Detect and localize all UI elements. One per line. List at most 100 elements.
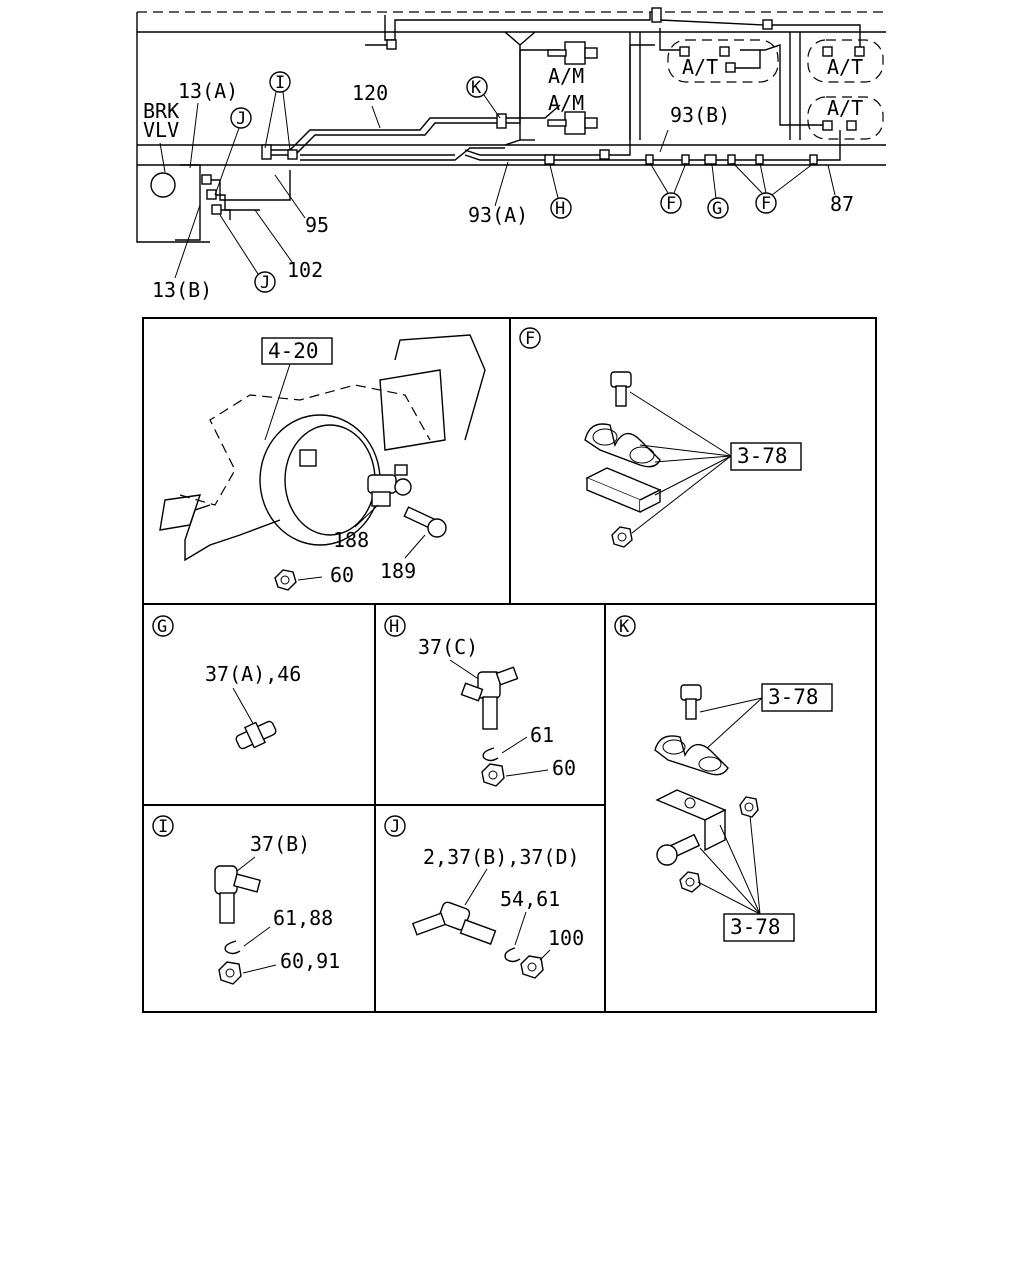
label-37c: 37(C): [418, 635, 478, 659]
label-13b: 13(B): [152, 278, 212, 302]
callout-j-bottom: J: [219, 214, 276, 293]
callout-i: I: [264, 71, 291, 151]
g-union-fitting: [235, 720, 277, 750]
label-100: 100: [548, 926, 584, 950]
at-box-2: [807, 39, 884, 83]
ref-box-3-78-k-bottom: [723, 913, 795, 942]
ref-label-3-78-k-top: 3-78: [768, 685, 819, 709]
detail-grid: [142, 317, 877, 1013]
f-bolt: [610, 371, 632, 407]
panel-k-title: K: [619, 617, 630, 637]
panel-i: I 37(B) 61,88 60,91: [152, 815, 340, 985]
part-188-fitting: [367, 464, 412, 507]
callout-g: G: [707, 164, 729, 219]
label-37b: 37(B): [250, 832, 310, 856]
label-189: 189: [380, 559, 416, 583]
cross-member: [504, 31, 521, 146]
k-nut-right: [739, 796, 759, 818]
i-snap-ring: [224, 940, 241, 955]
label-61-88: 61,88: [273, 906, 333, 930]
callout-k: K: [466, 76, 501, 119]
panel-k: K 3-78 3-78: [614, 615, 833, 942]
vlv-label: VLV: [143, 118, 179, 142]
k-bracket: [655, 789, 727, 852]
label-93b: 93(B): [670, 103, 730, 127]
ref-box-3-78-k-top: [761, 683, 833, 712]
label-93a: 93(A): [468, 203, 528, 227]
label-95: 95: [305, 213, 329, 237]
label-61-h: 61: [530, 723, 554, 747]
label-188: 188: [333, 528, 369, 552]
panel-g-title: G: [157, 617, 167, 637]
am-valve-lower: [547, 111, 598, 135]
frame-rail-left: [136, 12, 210, 243]
label-54-61: 54,61: [500, 887, 560, 911]
differential: [259, 414, 381, 546]
label-2-37b-37d: 2,37(B),37(D): [423, 845, 580, 869]
callout-f-2: F: [732, 162, 815, 214]
k-bolt-lower: [656, 833, 701, 866]
at-box-3: [807, 96, 884, 140]
pipe-93b: [464, 44, 655, 156]
panel-h-title: H: [389, 617, 399, 637]
am-label-1: A/M: [548, 64, 584, 88]
at-label-1: A/T: [682, 55, 718, 79]
piping-overview: BRK VLV A/M A/M: [136, 7, 886, 302]
h-nut: [481, 763, 505, 787]
at-box-1: [667, 39, 779, 83]
panel-h: H 37(C) 61 60: [384, 615, 576, 787]
label-60-h: 60: [552, 756, 576, 780]
callout-j-top: J: [214, 107, 252, 196]
j-nut: [520, 955, 544, 979]
f-nut: [611, 526, 633, 548]
panel-f: F 3-78: [519, 327, 802, 548]
am-valve-upper: [547, 41, 598, 65]
j-snap-ring: [504, 947, 521, 963]
svg-text:J: J: [236, 109, 246, 129]
f-bracket: [585, 467, 662, 514]
svg-text:F: F: [761, 194, 771, 214]
axle-housing: [179, 384, 431, 506]
am-label-2: A/M: [548, 91, 584, 115]
at-label-2: A/T: [827, 55, 863, 79]
callout-f-1: F: [649, 162, 687, 214]
panel-axle: 4-20 188 189 60: [159, 334, 486, 591]
ref-box-3-78-f: [730, 442, 802, 471]
label-87: 87: [830, 192, 854, 216]
label-60-axle: 60: [330, 563, 354, 587]
label-102: 102: [287, 258, 323, 282]
callout-h: H: [549, 164, 572, 219]
pipe-87: [464, 130, 841, 161]
ref-label-4-20: 4-20: [268, 339, 319, 363]
panel-j-title: J: [390, 817, 400, 837]
svg-text:I: I: [275, 73, 285, 93]
panel-g: G 37(A),46: [152, 615, 301, 750]
svg-text:J: J: [260, 273, 270, 293]
ref-label-3-78-f: 3-78: [737, 444, 788, 468]
label-60-91: 60,91: [280, 949, 340, 973]
panel-i-title: I: [158, 817, 168, 837]
i-elbow-fitting: [214, 865, 262, 924]
panel-f-title: F: [525, 329, 535, 349]
svg-text:F: F: [666, 194, 676, 214]
j-elbow-fitting: [411, 901, 497, 945]
brake-valve: [150, 172, 176, 198]
k-nut-lower: [679, 871, 701, 893]
svg-text:H: H: [555, 199, 565, 219]
label-37a-46: 37(A),46: [205, 662, 301, 686]
svg-text:G: G: [712, 199, 722, 219]
panel-j: J 2,37(B),37(D) 54,61 100: [384, 815, 584, 979]
h-tee-fitting: [460, 666, 519, 730]
ref-box-4-20: [261, 337, 333, 365]
i-nut: [218, 961, 242, 985]
h-snap-ring: [482, 747, 499, 762]
part-189-bolt: [403, 506, 447, 538]
k-bolt-top: [680, 684, 702, 720]
f-clamp: [584, 423, 661, 468]
at-label-3: A/T: [827, 96, 863, 120]
pipe-102: [205, 170, 291, 201]
brk-label: BRK: [143, 99, 179, 123]
part-60-nut: [274, 569, 297, 591]
pipe-120: [265, 117, 500, 151]
